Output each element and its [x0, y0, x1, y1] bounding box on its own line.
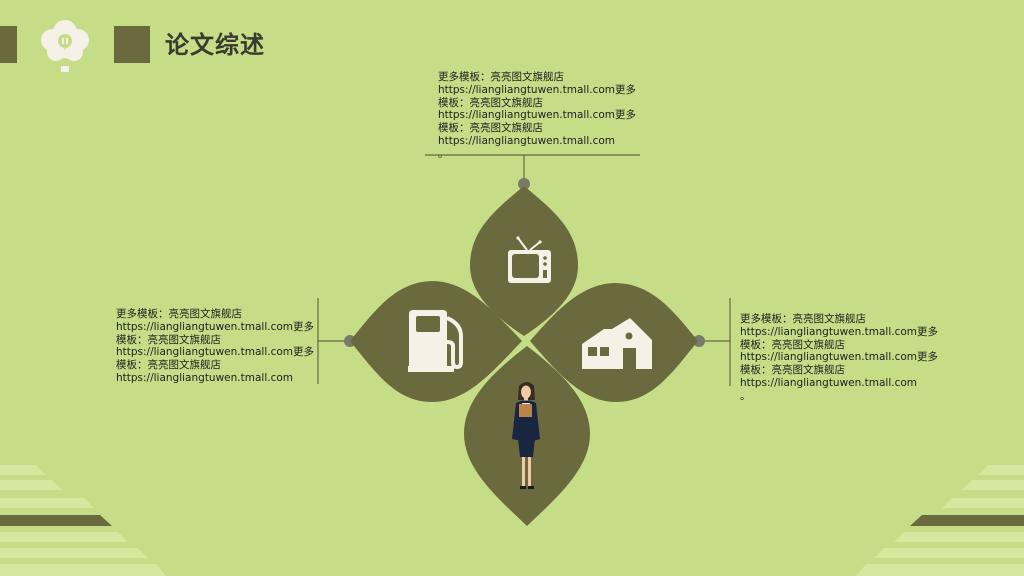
top-dot — [518, 178, 530, 190]
tv-icon — [508, 236, 551, 283]
tree-logo-icon — [41, 20, 89, 72]
stripes-bottom-right — [856, 465, 1024, 576]
text-block-top: 更多模板：亮亮图文旗舰店 https://liangliangtuwen.tma… — [438, 71, 637, 160]
title-square — [114, 26, 150, 63]
text-block-left: 更多模板：亮亮图文旗舰店 https://liangliangtuwen.tma… — [116, 308, 315, 384]
right-dot — [693, 335, 705, 347]
stripes-bottom-left — [0, 465, 166, 576]
house-icon — [582, 318, 652, 369]
title-accent-bar — [0, 26, 17, 63]
page-title: 论文综述 — [165, 31, 265, 59]
businesswoman-figure — [512, 382, 540, 489]
text-block-right: 更多模板：亮亮图文旗舰店 https://liangliangtuwen.tma… — [740, 313, 939, 402]
fuel-pump-icon — [408, 310, 463, 372]
